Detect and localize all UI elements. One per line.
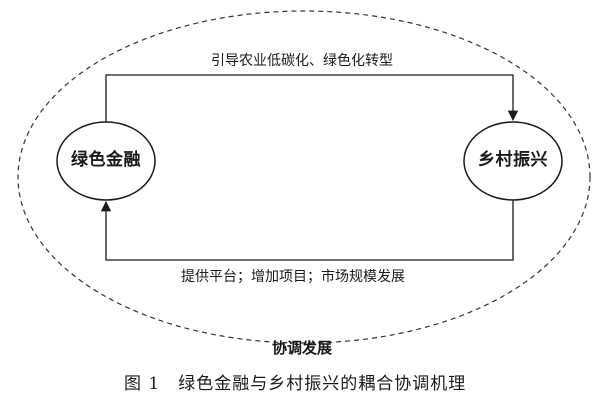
right-node-label: 乡村振兴 [478,150,548,170]
outer-ellipse-label: 协调发展 [272,339,333,357]
bottom-edge-arrow [100,200,514,261]
figure-caption: 图 1 绿色金融与乡村振兴的耦合协调机理 [124,374,467,394]
top-edge-arrow [105,74,519,122]
bottom-edge-label: 提供平台；增加项目；市场规模发展 [181,269,405,285]
left-node-label: 绿色金融 [71,150,141,170]
outer-dashed-ellipse [17,10,591,344]
top-edge-label: 引导农业低碳化、绿色化转型 [211,53,393,69]
